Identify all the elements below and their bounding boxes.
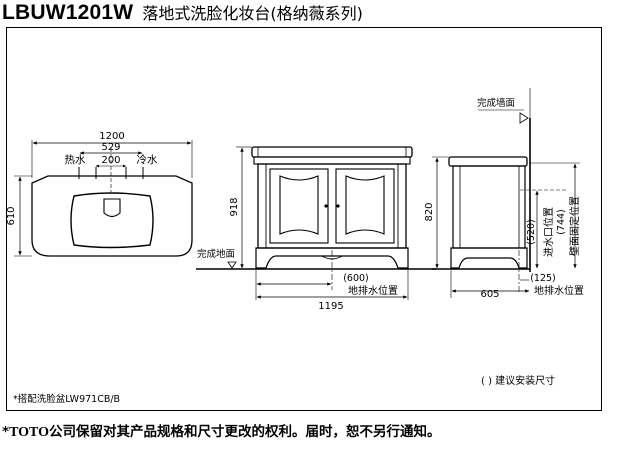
dimension-legend: ( ) 建议安装尺寸 bbox=[481, 374, 555, 387]
drawing-frame bbox=[6, 27, 602, 411]
top-view-outline bbox=[31, 175, 193, 257]
center-offset-label: 200 bbox=[101, 155, 120, 166]
side-drain-position-label: 地排水位置 bbox=[534, 284, 584, 297]
front-drain-offset-label: (600) bbox=[343, 273, 369, 284]
side-depth-label: 605 bbox=[480, 289, 499, 300]
basin-note: *搭配洗脸盆LW971CB/B bbox=[13, 393, 120, 405]
wall-fix-height-label: (744) bbox=[556, 209, 567, 235]
finished-wall-label: 完成墙面 bbox=[477, 97, 515, 109]
inlet-position-label: 进水口位置 bbox=[542, 207, 555, 257]
top-width-label: 1200 bbox=[99, 131, 124, 142]
front-height-label: 918 bbox=[229, 197, 240, 216]
front-width-label: 1195 bbox=[318, 301, 343, 312]
basin-outline bbox=[70, 192, 154, 249]
footer-asterisk: * bbox=[2, 424, 10, 440]
right-door bbox=[335, 168, 395, 244]
right-knob bbox=[336, 204, 340, 208]
tap-spacing-label: 529 bbox=[101, 142, 120, 153]
side-view: 完成墙面 820 (520) 进水口位置 (744) 壁面固定位置 (125) … bbox=[424, 88, 584, 300]
basin-rim-cutout bbox=[103, 198, 121, 218]
brand-name: TOTO bbox=[9, 425, 50, 440]
left-knob bbox=[324, 204, 328, 208]
side-height-label: 820 bbox=[424, 202, 435, 221]
disclaimer-text: 公司保留对其产品规格和尺寸更改的权利。届时，恕不另行通知。 bbox=[49, 424, 441, 440]
top-view: 1200 529 热水 200 冷水 610 bbox=[6, 131, 193, 257]
top-depth-label: 610 bbox=[6, 206, 17, 225]
side-drain-offset-label: (125) bbox=[530, 273, 556, 284]
finished-floor-label: 完成地面 bbox=[197, 248, 235, 260]
front-view: 完成地面 918 (600) 地排水位置 1195 bbox=[196, 146, 436, 312]
inlet-height-label: (520) bbox=[526, 219, 537, 245]
front-drain-position-label: 地排水位置 bbox=[348, 284, 398, 297]
product-name: 落地式洗脸化妆台(格纳薇系列) bbox=[142, 4, 363, 23]
hot-water-label: 热水 bbox=[65, 153, 86, 166]
left-door bbox=[269, 168, 329, 244]
disclaimer-footer: *TOTO公司保留对其产品规格和尺寸更改的权利。届时，恕不另行通知。 bbox=[2, 420, 441, 441]
model-number: LBUW1201W bbox=[2, 1, 134, 24]
title-bar: LBUW1201W 落地式洗脸化妆台(格纳薇系列) bbox=[2, 0, 363, 26]
wall-fix-position-label: 壁面固定位置 bbox=[568, 196, 581, 256]
cold-water-label: 冷水 bbox=[137, 153, 158, 166]
